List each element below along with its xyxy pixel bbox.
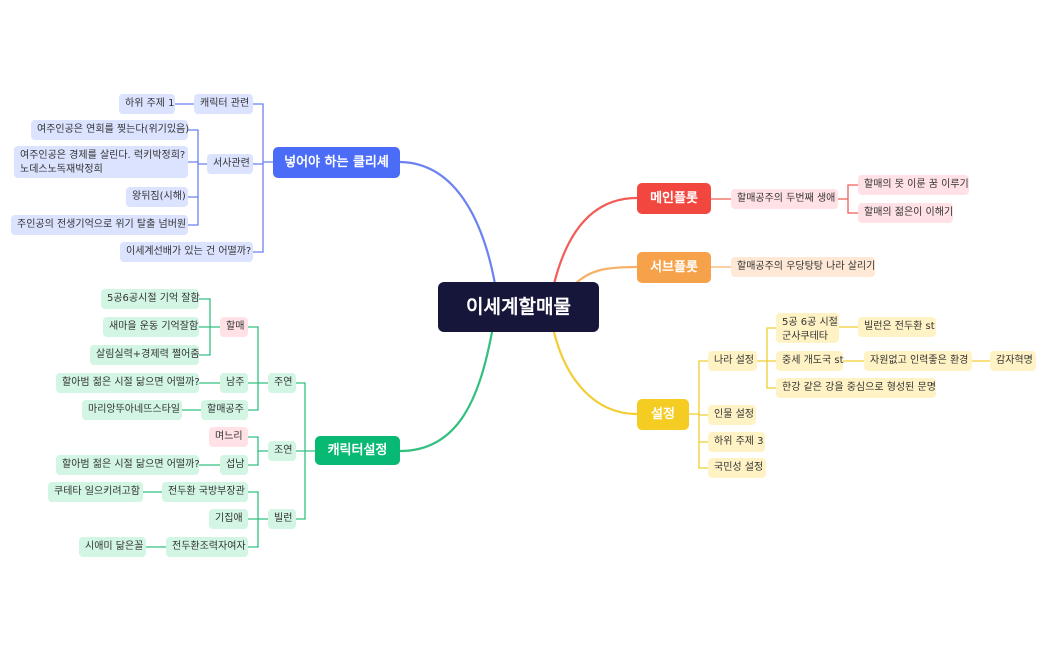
leaf-unfulfilled-dream[interactable]: 할매의 못 이룬 꿈 이루기: [858, 175, 969, 195]
leaf-past-life-memory[interactable]: 주인공의 전생기억으로 위기 탈출 넘버원: [11, 215, 188, 235]
leaf-male-lead-young-grandpa[interactable]: 할아범 젊은 시절 닮으면 어떨까?: [56, 373, 200, 393]
subtopic-villains[interactable]: 빌런: [268, 509, 296, 529]
subtopic-character-setup[interactable]: 인물 설정: [708, 405, 756, 425]
node-military-coup-era[interactable]: 5공 6공 시절 군사쿠테타: [776, 313, 839, 343]
subtopic-narrative-related[interactable]: 서사관련: [207, 154, 253, 174]
node-sub-male[interactable]: 섭남: [220, 455, 248, 475]
leaf-potato-revolution[interactable]: 감자혁명: [990, 351, 1036, 371]
subtopic-second-life[interactable]: 할매공주의 두번째 생애: [731, 189, 838, 209]
leaf-king-death[interactable]: 왕뒤짐(시해): [126, 187, 188, 207]
node-resources-environment[interactable]: 자원없고 인력좋은 환경: [864, 351, 972, 371]
subtopic-character-related[interactable]: 캐릭터 관련: [194, 94, 253, 114]
leaf-economy[interactable]: 여주인공은 경제를 살린다. 럭키박정희? 노데스노독재박정희: [14, 146, 188, 178]
root-topic[interactable]: 이세계할매물: [438, 282, 599, 332]
subtopic-isekai-senior[interactable]: 이세계선배가 있는 건 어떨까?: [120, 242, 253, 262]
leaf-understand-youth[interactable]: 할매의 젊은이 이해기: [858, 203, 953, 223]
leaf-coup-attempt[interactable]: 쿠테타 일으키려고함: [48, 482, 143, 502]
node-halmae-princess[interactable]: 할매공주: [201, 400, 248, 420]
node-river-civilization[interactable]: 한강 같은 강을 중심으로 형성된 문명: [776, 378, 936, 398]
subtopic-country-setting[interactable]: 나라 설정: [708, 351, 757, 371]
leaf-banquet[interactable]: 여주인공은 연회를 찢는다(위기있음): [31, 120, 189, 140]
link-root-characters: [398, 330, 494, 453]
topic-sub-plot[interactable]: 서브플롯: [637, 252, 711, 283]
leaf-mother-in-law-lookalike[interactable]: 시애미 닮은꼴: [79, 537, 146, 557]
subtopic-supporting-cast[interactable]: 조연: [268, 441, 296, 461]
leaf-marie-antoinette-style[interactable]: 마리앙뚜아네뜨스타일: [82, 400, 182, 420]
node-male-lead[interactable]: 남주: [220, 373, 248, 393]
leaf-saemaul-memory[interactable]: 새마을 운동 기억잘함: [103, 317, 199, 337]
topic-cliche[interactable]: 넣어야 하는 클리셰: [273, 147, 400, 178]
node-defense-minister[interactable]: 전두환 국방부장관: [162, 482, 248, 502]
topic-main-plot[interactable]: 메인플롯: [637, 183, 711, 214]
leaf-subtopic-1[interactable]: 하위 주제 1: [119, 94, 175, 114]
link-root-main-plot: [552, 196, 639, 286]
node-collaborator[interactable]: 전두환조력자여자: [166, 537, 248, 557]
leaf-housekeeping-economy[interactable]: 살림실력+경제력 쩔어줌: [90, 345, 200, 365]
link-root-sub-plot: [573, 265, 639, 286]
leaf-villain-chun-style[interactable]: 빌런은 전두환 st: [858, 317, 936, 337]
leaf-5th-6th-republic-memory[interactable]: 5공6공시절 기억 잘함: [101, 289, 200, 309]
link-root-cliche: [398, 160, 497, 286]
topic-character-setting[interactable]: 캐릭터설정: [315, 436, 400, 465]
subtopic-national-character[interactable]: 국민성 설정: [708, 458, 766, 478]
topic-setting[interactable]: 설정: [637, 399, 689, 430]
node-halmae[interactable]: 할매: [220, 317, 248, 337]
node-daughter-in-law[interactable]: 며느리: [209, 427, 248, 447]
subtopic-3[interactable]: 하위 주제 3: [708, 432, 765, 452]
subtopic-main-cast[interactable]: 주연: [268, 373, 296, 393]
leaf-save-country[interactable]: 할매공주의 우당탕탕 나라 살리기: [731, 257, 875, 277]
node-medieval-developing[interactable]: 중세 개도국 st: [776, 351, 844, 371]
leaf-sub-male-young-grandpa[interactable]: 할아범 젊은 시절 닮으면 어떨까?: [56, 455, 200, 475]
link-root-setting: [552, 330, 639, 416]
node-gijipae[interactable]: 기집애: [209, 509, 248, 529]
